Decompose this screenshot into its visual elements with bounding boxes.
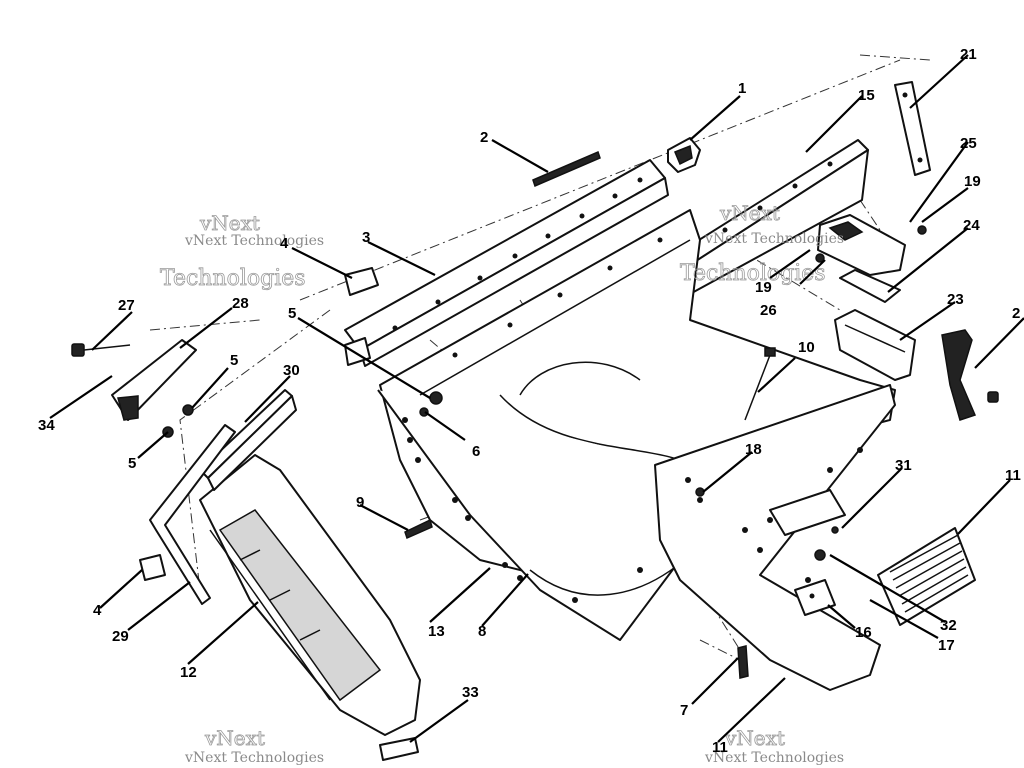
callout-30: 30 [283,362,300,379]
callout-5: 5 [128,455,136,472]
callout-11: 11 [1005,467,1021,484]
watermark-text: vNext [724,726,785,750]
callout-7: 7 [680,702,688,719]
callout-28: 28 [232,295,249,312]
part-23-tray [834,309,916,381]
watermark-text: vNext Technologies [184,233,324,249]
callout-4: 4 [93,602,102,619]
callout-29: 29 [112,628,129,645]
part-28-latch [111,339,197,421]
callout-15: 15 [858,87,875,104]
callout-21: 21 [960,46,977,63]
callout-23: 23 [947,291,964,308]
callout-11: 11 [712,739,728,756]
watermark-text: vNext [204,726,265,750]
watermark-text: vNext Technologies [184,750,324,766]
callout-27: 27 [118,297,135,314]
callout-3: 3 [362,229,370,246]
callout-9: 9 [356,494,364,511]
part-10-rod [744,347,776,421]
part-22-knob [941,329,999,421]
callouts: 1 2 3 4 4 5 5 5 6 7 8 9 10 11 11 12 13 1… [38,46,1021,756]
callout-5: 5 [288,305,296,322]
watermark-text: vNext [719,201,780,225]
callout-33: 33 [462,684,479,701]
part-21-bracket [894,81,931,176]
callout-25: 25 [960,135,977,152]
callout-16: 16 [855,624,872,641]
callout-4: 4 [280,235,289,252]
leader-lines [49,54,1024,743]
part-11-grille [877,527,976,626]
part-24-plate [839,269,901,303]
callout-19: 19 [755,279,772,296]
watermark-text: Technologies [160,266,306,291]
callout-12: 12 [180,664,197,681]
part-27-pin [71,343,131,357]
callout-19: 19 [964,173,981,190]
callout-5: 5 [230,352,238,369]
callout-24: 24 [963,217,980,234]
part-12-lower-cover [199,454,421,736]
part-1-clip [667,137,701,173]
callout-8: 8 [478,623,486,640]
part-29-bracket [149,424,236,605]
part-30-strip [199,389,297,491]
callout-2: 2 [480,129,488,146]
callout-18: 18 [745,441,762,458]
callout-1: 1 [738,80,746,97]
part-2-bar [532,150,601,188]
part-25-box [817,214,906,276]
callout-2: 2 [1012,305,1020,322]
callout-31: 31 [895,457,912,474]
part-3-upper-rail [344,159,669,367]
callout-17: 17 [938,637,955,654]
fasteners [139,225,927,761]
callout-32: 32 [940,617,957,634]
watermark-text: Technologies [680,261,826,286]
callout-34: 34 [38,417,55,434]
callout-10: 10 [798,339,815,356]
watermark-text: vNext Technologies [704,231,844,247]
part-11-lower-panel [654,384,896,691]
callout-26: 26 [760,302,777,319]
callout-6: 6 [472,443,480,460]
watermark-text: vNext Technologies [704,750,844,766]
watermark-text: vNext [199,211,260,235]
callout-13: 13 [428,623,445,640]
part-16-hinge [794,579,836,616]
